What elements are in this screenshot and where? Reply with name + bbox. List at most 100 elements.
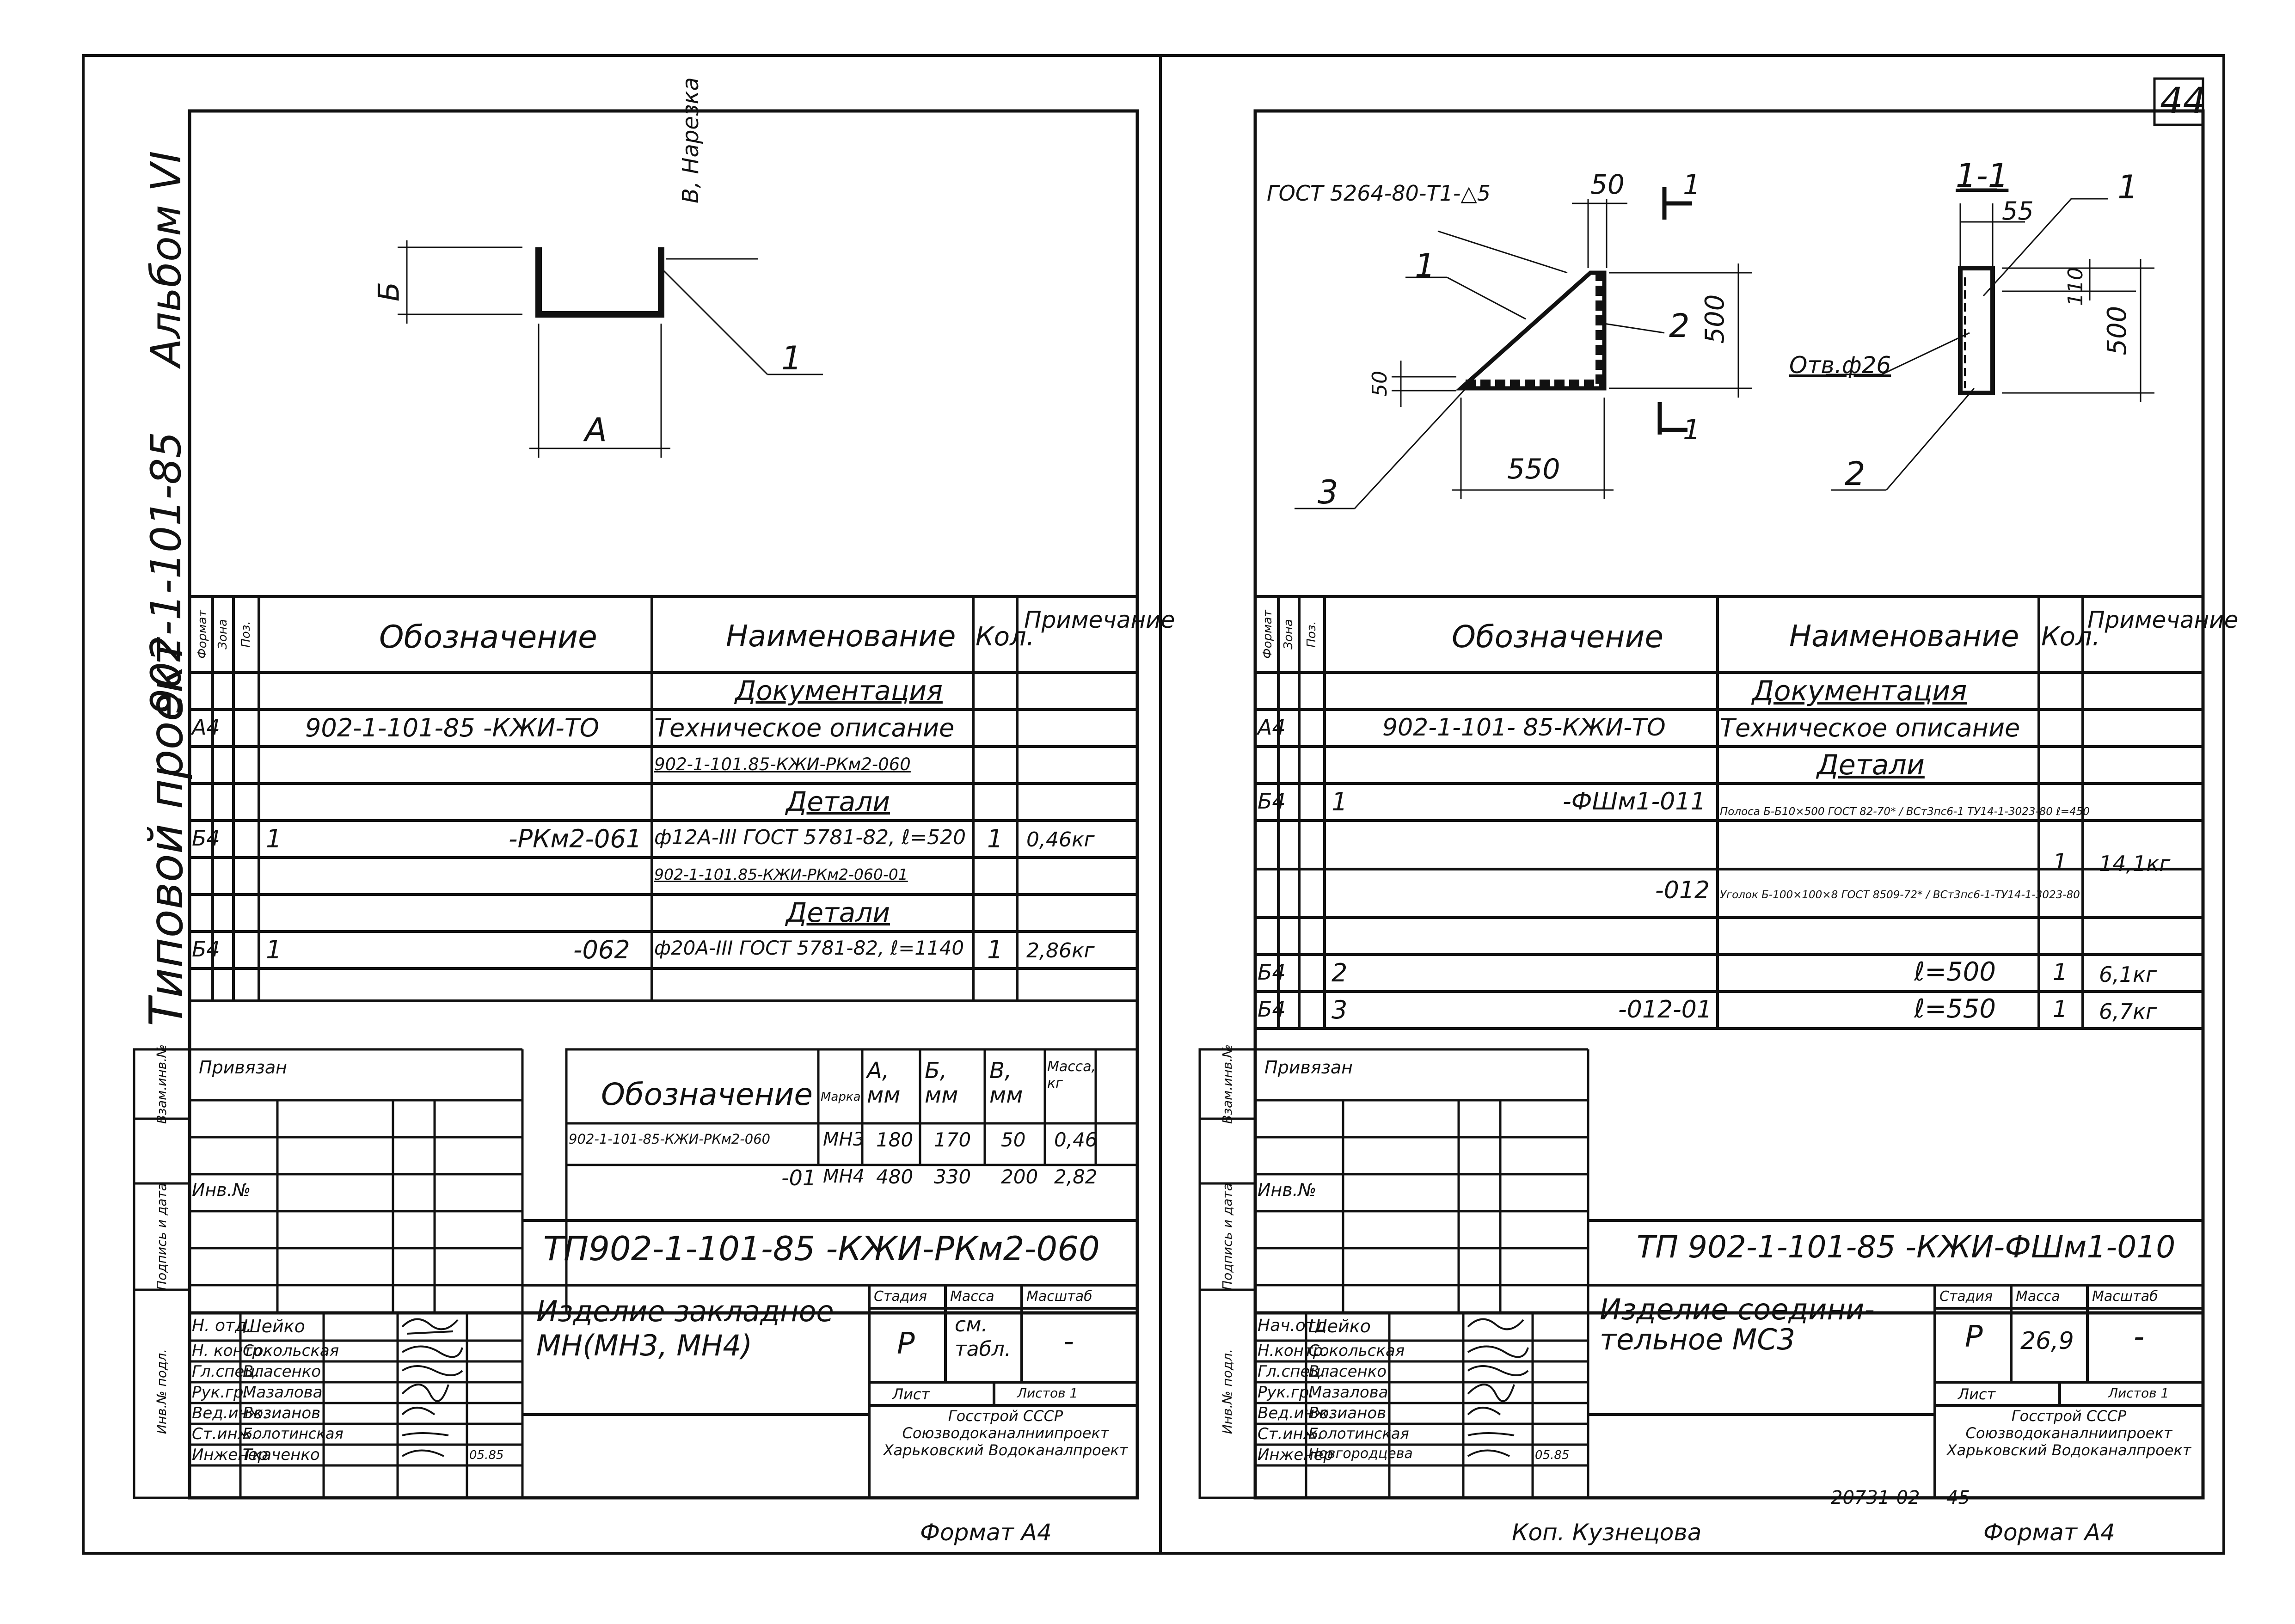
row-format: А4 [192, 715, 220, 740]
row-naim: ℓ=500 [1914, 957, 1996, 987]
row-naim: 902-1-101.85-КЖИ-РКм2-060 [654, 754, 911, 774]
masshtab-label: Масштаб [2092, 1288, 2158, 1305]
person-role: Гл.спец. [192, 1362, 260, 1381]
section-details: Детали [786, 897, 890, 928]
var-hdr-mass: Масса, кг [1047, 1059, 1096, 1091]
dim-550: 550 [1507, 453, 1560, 485]
var-marka: МН4 [823, 1166, 865, 1187]
dim-50: 50 [1590, 169, 1625, 200]
row-prim: 14,1кг [2099, 851, 2171, 876]
callout-2: 2 [1669, 307, 1690, 345]
person-role: Н.контр. [1258, 1342, 1328, 1360]
var-hdr-marka: Марка [821, 1090, 861, 1104]
hdr-naim: Наименование [1789, 619, 2019, 654]
doc-code: ТП 902-1-101-85 -КЖИ-ФШм1-010 [1637, 1229, 2176, 1265]
var-a: 180 [876, 1128, 914, 1151]
stadia-value: Р [1965, 1320, 1983, 1354]
signature-mark [401, 1407, 436, 1416]
hdr-kol: Кол. [976, 622, 1035, 652]
row-oboz: -062 [573, 935, 630, 964]
signature-mark [401, 1365, 463, 1376]
signature-mark [401, 1345, 463, 1358]
person-role: Инженер [192, 1446, 268, 1464]
org-name: Госстрой СССР Союзводоканалниипроект Хар… [883, 1407, 1128, 1459]
person-role: Вед.инж. [192, 1404, 268, 1422]
row-naim: ф20А-III ГОСТ 5781-82, ℓ=1140 [654, 937, 964, 959]
person-role: Ст.инж. [1258, 1425, 1323, 1443]
row-kol: 1 [2053, 849, 2068, 876]
massa-value: 26,9 [2020, 1327, 2074, 1355]
item-name: Изделие закладное МН(МН3, МН4) [536, 1294, 834, 1363]
doc-code: ТП902-1-101-85 -КЖИ-РКм2-060 [543, 1229, 1100, 1268]
hdr-kol: Кол. [2041, 622, 2100, 652]
listov-label: Листов 1 [2108, 1385, 2169, 1401]
signature-mark [1467, 1345, 1529, 1358]
var-hdr-b: Б, мм [925, 1058, 958, 1108]
row-kol: 1 [987, 824, 1003, 853]
var-mass: 0,46 [1054, 1128, 1098, 1151]
section-details: Детали [786, 786, 890, 817]
row-naim: 902-1-101.85-КЖИ-РКм2-060-01 [654, 865, 908, 883]
format-label: Формат А4 [1983, 1519, 2115, 1546]
row-prim: 2,86кг [1026, 939, 1095, 962]
section-documentation: Документация [1752, 675, 1967, 707]
row-poz: 1 [1332, 787, 1348, 816]
row-prim: 0,46кг [1026, 828, 1095, 852]
var-hdr-v: В, мм [989, 1058, 1023, 1108]
org-name: Госстрой СССР Союзводоканалниипроект Хар… [1946, 1407, 2191, 1459]
var-hdr-a: А, мм [867, 1058, 901, 1108]
row-oboz: -012-01 [1618, 996, 1712, 1023]
person-name: Шейко [243, 1316, 305, 1336]
person-name: Сокольская [243, 1342, 339, 1360]
person-name: Мазалова [243, 1383, 323, 1402]
stadia-label: Стадия [874, 1288, 927, 1305]
row-naim: ℓ=550 [1914, 994, 1996, 1024]
person-name: Власенко [1308, 1362, 1387, 1381]
row-poz: 3 [1332, 995, 1348, 1024]
person-role: Инженер [1258, 1446, 1333, 1464]
callout-1: 1 [1415, 247, 1436, 285]
hole-label: Отв.ф26 [1789, 352, 1891, 379]
copied-by: Коп. Кузнецова [1512, 1519, 1702, 1546]
list-label: Лист [892, 1385, 930, 1403]
row-oboz: -ФШм1-011 [1563, 788, 1706, 815]
signature-mark [1467, 1318, 1524, 1330]
person-role: Н. контр. [192, 1342, 267, 1360]
stadia-value: Р [897, 1327, 915, 1361]
callout-2: 2 [1845, 455, 1865, 493]
section-mark: 1 [1683, 169, 1701, 201]
var-v: 50 [1001, 1128, 1026, 1151]
person-role: Н. отд. [192, 1316, 252, 1335]
stadia-label: Стадия [1939, 1288, 1993, 1305]
stamp-privyazan: Привязан [199, 1057, 287, 1078]
var-oboz: 902-1-101-85-КЖИ-РКм2-060 [569, 1131, 771, 1147]
person-name: Власенко [243, 1362, 321, 1381]
masshtab-label: Масштаб [1026, 1288, 1092, 1305]
callout-3: 3 [1318, 473, 1338, 511]
masshtab-value: - [2134, 1320, 2145, 1354]
stamp-inv: Инв.№ [192, 1180, 251, 1200]
dim-a: А [585, 411, 607, 449]
row-oboz: 902-1-101- 85-КЖИ-ТО [1382, 714, 1666, 742]
person-name: Возианов [243, 1404, 321, 1422]
var-b: 330 [934, 1165, 971, 1188]
massa-label: Масса [2016, 1288, 2060, 1305]
var-marka: МН3 [823, 1129, 865, 1150]
person-role: Рук.гр. [192, 1383, 249, 1402]
row-oboz: -РКм2-061 [509, 824, 642, 853]
format-label: Формат А4 [920, 1519, 1052, 1546]
massa-label: Масса [950, 1288, 994, 1305]
signature-mark [401, 1318, 459, 1335]
hdr-oboz: Обозначение [379, 619, 597, 656]
signature-mark [1467, 1384, 1515, 1402]
list-label: Лист [1958, 1385, 1996, 1403]
hdr-oboz: Обозначение [1452, 619, 1663, 655]
section-details: Детали [1817, 749, 1925, 781]
listov-label: Листов 1 [1017, 1385, 1078, 1401]
signature-mark [1467, 1449, 1510, 1457]
person-name: Новгородцева [1308, 1446, 1413, 1462]
signature-mark [1467, 1365, 1529, 1376]
hdr-naim: Наименование [726, 619, 956, 654]
signature-mark [401, 1449, 444, 1457]
stamp-privyazan: Привязан [1264, 1057, 1353, 1078]
